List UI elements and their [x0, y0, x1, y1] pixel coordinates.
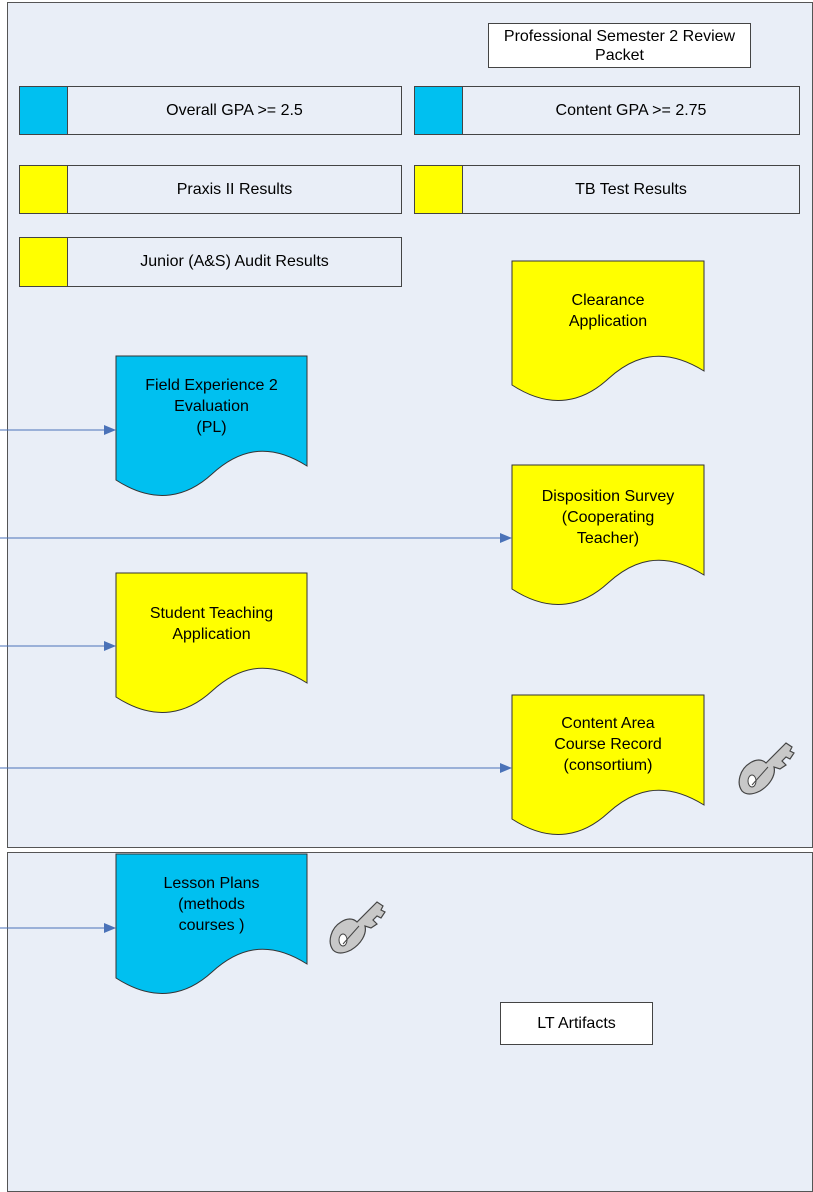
lesson-plans-doc: Lesson Plans (methods courses ) [115, 853, 308, 994]
disposition-survey-doc: Disposition Survey (Cooperating Teacher) [511, 464, 705, 606]
field-experience-line-1: Field Experience 2 [145, 377, 278, 394]
praxis-label: Praxis II Results [176, 180, 293, 198]
praxis-item: Praxis II Results [19, 165, 402, 214]
field-experience-doc: Field Experience 2 Evaluation (PL) [115, 355, 308, 496]
content-gpa-item: Content GPA >= 2.75 [414, 86, 800, 135]
packet-title: Professional Semester 2 Review Packet [488, 23, 751, 68]
junior-audit-label: Junior (A&S) Audit Results [140, 253, 329, 270]
content-area-line-2: Course Record [554, 736, 662, 753]
student-teaching-line-2: Application [172, 626, 251, 643]
packet-title-text: Professional Semester 2 Review Packet [503, 28, 736, 64]
lesson-plans-line-1: Lesson Plans [163, 875, 260, 892]
tb-test-label: TB Test Results [575, 180, 687, 198]
clearance-application-doc: Clearance Application [511, 260, 705, 402]
content-gpa-swatch [415, 87, 463, 134]
student-teaching-line-1: Student Teaching [149, 605, 274, 622]
clearance-line-2: Application [568, 313, 648, 330]
disposition-line-1: Disposition Survey [541, 488, 675, 505]
overall-gpa-swatch [20, 87, 68, 134]
field-experience-line-2: Evaluation [174, 398, 249, 415]
lesson-plans-line-2: (methods [178, 896, 245, 913]
overall-gpa-label: Overall GPA >= 2.5 [166, 101, 303, 119]
content-area-line-3: (consortium) [563, 757, 653, 774]
lt-artifacts-label-box: LT Artifacts [500, 1002, 653, 1045]
praxis-swatch [20, 166, 68, 213]
disposition-line-3: Teacher) [576, 530, 640, 547]
lt-artifacts-label: LT Artifacts [537, 1015, 616, 1032]
disposition-line-2: (Cooperating [561, 509, 655, 526]
content-gpa-label: Content GPA >= 2.75 [555, 101, 707, 119]
junior-audit-item: Junior (A&S) Audit Results [19, 237, 402, 287]
content-area-line-1: Content Area [561, 715, 655, 732]
clearance-line-1: Clearance [571, 292, 645, 309]
overall-gpa-item: Overall GPA >= 2.5 [19, 86, 402, 135]
field-experience-line-3: (PL) [196, 419, 227, 436]
lesson-plans-line-3: courses ) [178, 917, 245, 934]
junior-audit-swatch [20, 238, 68, 286]
content-area-doc: Content Area Course Record (consortium) [511, 694, 705, 835]
tb-test-item: TB Test Results [414, 165, 800, 214]
student-teaching-doc: Student Teaching Application [115, 572, 308, 713]
tb-test-swatch [415, 166, 463, 213]
